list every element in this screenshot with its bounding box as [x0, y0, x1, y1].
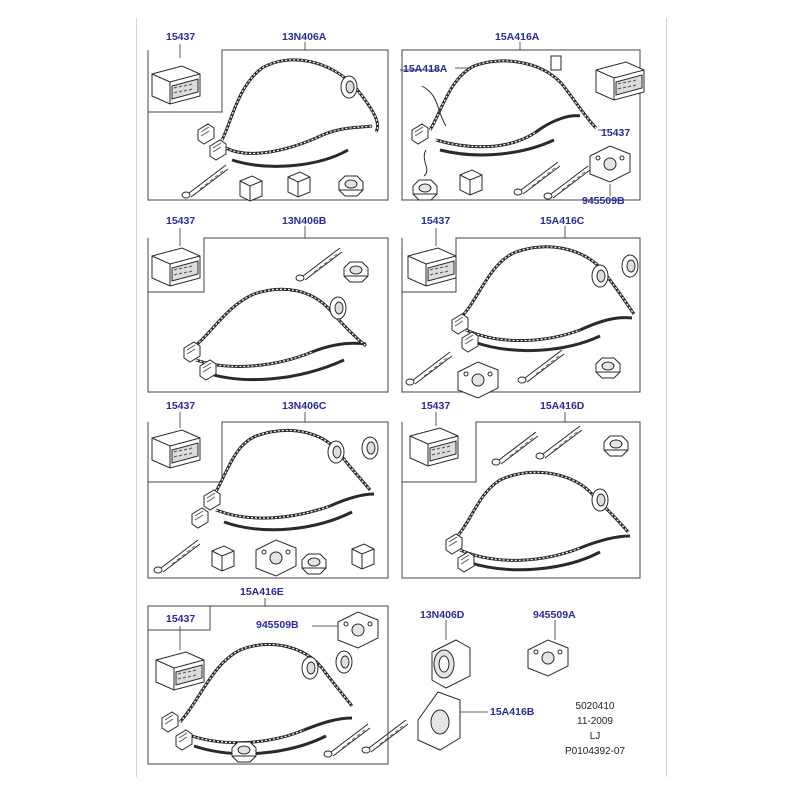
reference-drawing-number: P0104392-07: [564, 746, 626, 757]
reference-code: 5020410: [575, 701, 615, 712]
label-bracket-p7[interactable]: 945509B: [256, 619, 299, 631]
panel-13N406C: [147, 421, 389, 579]
label-kit-15A416D[interactable]: 15A416D: [540, 400, 585, 412]
label-bracket-p2[interactable]: 945509B: [582, 195, 625, 207]
label-module-p2[interactable]: 15437: [601, 127, 631, 139]
label-945509A[interactable]: 945509A: [533, 609, 576, 621]
panel-15A416D: [401, 421, 641, 579]
label-kit-15A416C[interactable]: 15A416C: [540, 215, 585, 227]
label-kit-15A416E[interactable]: 15A416E: [240, 586, 284, 598]
loose-parts: [417, 639, 569, 751]
panel-13N406A: [147, 49, 389, 202]
label-module-p1[interactable]: 15437: [166, 31, 196, 43]
label-kit-13N406C[interactable]: 13N406C: [282, 400, 327, 412]
panel-13N406B: [147, 237, 389, 393]
label-module-p6[interactable]: 15437: [421, 400, 451, 412]
label-15A418A[interactable]: 15A418A: [403, 63, 448, 75]
panel-15A416C: [401, 237, 641, 399]
label-module-p5[interactable]: 15437: [166, 400, 196, 412]
panel-15A416A: [400, 49, 645, 201]
label-kit-13N406B[interactable]: 13N406B: [282, 215, 327, 227]
reference-date: 11-2009: [577, 716, 613, 727]
label-kit-15A416A[interactable]: 15A416A: [495, 31, 540, 43]
label-13N406D[interactable]: 13N406D: [420, 609, 465, 621]
label-15A416B[interactable]: 15A416B: [490, 706, 535, 718]
label-module-p4[interactable]: 15437: [421, 215, 451, 227]
panel-15A416E: [147, 605, 409, 765]
socket-15A416B: [417, 691, 461, 751]
label-module-p7[interactable]: 15437: [166, 613, 196, 625]
socket-13N406D: [431, 639, 471, 689]
label-kit-13N406A[interactable]: 13N406A: [282, 31, 327, 43]
leader-lines: [179, 42, 611, 713]
reference-initials: LJ: [589, 731, 601, 742]
label-module-p3[interactable]: 15437: [166, 215, 196, 227]
